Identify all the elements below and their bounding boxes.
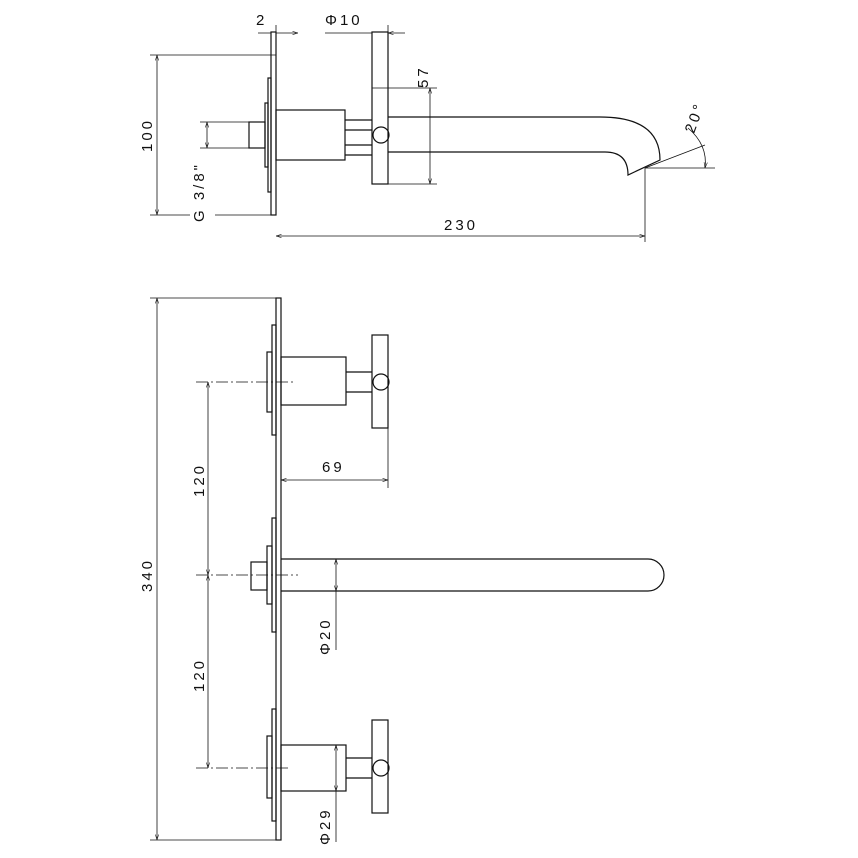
spout bbox=[388, 116, 661, 176]
dim-plate-thickness: 2 bbox=[256, 12, 267, 29]
dim-body-diameter: Φ29 bbox=[317, 807, 334, 845]
handle-hub bbox=[372, 126, 390, 144]
spindle bbox=[345, 119, 372, 156]
spout-assembly bbox=[196, 517, 665, 633]
dim-total-height: 340 bbox=[139, 558, 156, 592]
dim-spout-angle: 20° bbox=[682, 100, 709, 136]
wall-plate bbox=[275, 297, 282, 841]
side-view: 2 Φ10 57 100 G 3/8" 230 20° bbox=[139, 12, 715, 242]
dim-handle-diameter: Φ10 bbox=[325, 12, 363, 29]
inlet-stem bbox=[248, 121, 266, 149]
front-view: 340 120 120 69 Φ20 Φ29 bbox=[139, 297, 665, 845]
dim-thread: G 3/8" bbox=[191, 162, 208, 222]
dim-handle-projection: 69 bbox=[322, 459, 345, 476]
dim-spout-diameter: Φ20 bbox=[317, 617, 334, 655]
dim-handle-height: 57 bbox=[415, 65, 432, 88]
dim-spacing-upper: 120 bbox=[191, 463, 208, 497]
dim-spacing-lower: 120 bbox=[191, 658, 208, 692]
cross-handle bbox=[371, 31, 389, 185]
dim-plate-height: 100 bbox=[139, 118, 156, 152]
valve-body bbox=[275, 109, 346, 161]
wall-plate bbox=[270, 31, 277, 216]
lower-valve bbox=[196, 708, 390, 822]
dim-spout-projection: 230 bbox=[444, 217, 478, 234]
upper-valve bbox=[196, 324, 390, 436]
